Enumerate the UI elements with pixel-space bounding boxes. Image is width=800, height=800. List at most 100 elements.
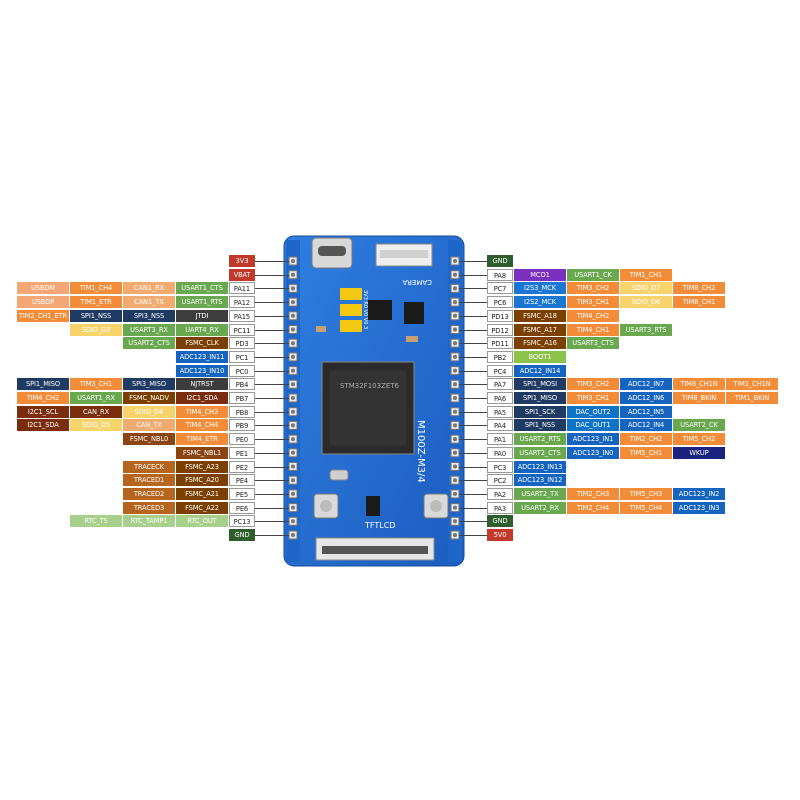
function-label: TIM3_CH2	[567, 378, 619, 391]
pin-connector-line	[255, 343, 289, 345]
pin-label-right: PD12	[487, 323, 513, 336]
function-label: ADC123_IN1	[567, 433, 619, 446]
function-label: SPI1_NSS	[514, 419, 566, 432]
pin-connector-line	[255, 439, 289, 441]
function-label: TIM5_CH2	[673, 433, 725, 446]
function-label: USBDM	[17, 282, 69, 295]
chip-label: STM32F103ZET6	[340, 382, 400, 390]
function-label: TIM3_CH1	[567, 392, 619, 404]
function-label: ADC123_IN0	[567, 446, 619, 459]
pin-label-right: PC7	[487, 282, 513, 295]
function-label: FSMC_A23	[176, 460, 228, 473]
silk-camera: CAMERA	[402, 278, 432, 286]
function-label: ADC123_IN13	[514, 460, 566, 473]
pin-connector-line	[255, 425, 289, 427]
function-label: USART3_RTS	[620, 323, 672, 336]
function-label: MCO1	[514, 268, 566, 281]
function-label: TIM1_CH1	[620, 268, 672, 281]
pin-connector-line	[459, 261, 487, 262]
pin-label-right: PC6	[487, 296, 513, 309]
function-label: TIM1_CH1N	[726, 378, 778, 391]
function-label: CAN1_TX	[123, 296, 175, 309]
function-label: TIM5_CH3	[620, 487, 672, 500]
pin-connector-line	[255, 288, 289, 290]
function-label: CAN_TX	[123, 419, 175, 432]
function-label: TIM5_CH1	[620, 446, 672, 459]
function-label: I2C1_SDA	[176, 392, 228, 404]
pin-label-right: PC4	[487, 364, 513, 377]
function-label: TIM4_CH1	[567, 323, 619, 336]
function-label: TIM3_CH1	[567, 296, 619, 309]
function-label: TIM8_CH2	[673, 282, 725, 295]
function-label: FSMC_NADV	[123, 392, 175, 404]
pin-label-right: GND	[487, 255, 513, 267]
pin-connector-line	[459, 480, 487, 482]
function-label: JTDI	[176, 309, 228, 322]
function-label: TIM4_CH3	[176, 405, 228, 418]
pin-label-right: PC2	[487, 474, 513, 487]
pin-label-right: PA5	[487, 405, 513, 418]
function-label: TIM2_CH3	[567, 487, 619, 500]
function-label: SPI1_MISO	[514, 392, 566, 404]
pin-label-left: PE1	[229, 446, 255, 459]
function-label: ADC12_IN4	[620, 419, 672, 432]
crystal	[329, 469, 349, 481]
pin-connector-line	[459, 493, 487, 495]
function-label: I2S3_MCK	[514, 282, 566, 295]
silk-tft: TFTLCD	[364, 521, 395, 530]
function-label: USART3_CTS	[567, 337, 619, 350]
function-label: TIM1_CH4	[70, 282, 122, 295]
pin-connector-line	[459, 384, 487, 386]
function-label: FSMC_A22	[176, 501, 228, 514]
function-label: BOOT1	[514, 350, 566, 363]
pin-label-right: 5V0	[487, 529, 513, 541]
function-label: ADC123_IN2	[673, 487, 725, 500]
function-label: TIM5_CH4	[620, 501, 672, 514]
function-label: TIM1_ETR	[70, 296, 122, 309]
pin-connector-line	[459, 466, 487, 468]
pin-label-right: PA1	[487, 433, 513, 446]
pin-label-left: PB8	[229, 405, 255, 418]
function-label: USBDP	[17, 296, 69, 309]
pin-label-left: PD3	[229, 337, 255, 350]
pin-connector-line	[459, 439, 487, 441]
function-label: TRACECK	[123, 460, 175, 473]
pin-label-left: PB7	[229, 392, 255, 404]
pin-connector-line	[459, 535, 487, 536]
function-label: USART2_RTS	[514, 433, 566, 446]
pin-label-right: PD13	[487, 309, 513, 322]
function-label: FSMC_NBL0	[123, 433, 175, 446]
pin-connector-line	[255, 356, 289, 358]
pin-label-left: 3V3	[229, 255, 255, 267]
function-label: FSMC_A21	[176, 487, 228, 500]
function-label: TIM4_ETR	[176, 433, 228, 446]
pin-label-left: PA15	[229, 309, 255, 322]
pin-label-left: PE6	[229, 501, 255, 514]
function-label: DAC_OUT1	[567, 419, 619, 432]
function-label: ADC123_IN3	[673, 501, 725, 514]
user-button	[366, 496, 380, 516]
function-label: RTC_OUT	[176, 515, 228, 528]
pin-connector-line	[255, 466, 289, 468]
function-label: FSMC_NBL1	[176, 446, 228, 459]
pin-label-right: PA4	[487, 419, 513, 432]
flash-ic	[404, 302, 424, 324]
function-label: NJTRST	[176, 378, 228, 391]
pin-connector-line	[255, 507, 289, 509]
function-label: TRACED2	[123, 487, 175, 500]
function-label: FSMC_CLK	[176, 337, 228, 350]
function-label: SDIO_D7	[620, 282, 672, 295]
pin-connector-line	[255, 493, 289, 495]
pin-connector-line	[459, 425, 487, 427]
pin-label-right: GND	[487, 515, 513, 528]
function-label: SPI3_MISO	[123, 378, 175, 391]
function-label: SPI1_MISO	[17, 378, 69, 391]
function-label: FSMC_A16	[514, 337, 566, 350]
pin-connector-line	[255, 411, 289, 413]
function-label: SPI1_SCK	[514, 405, 566, 418]
function-label: USART1_RTS	[176, 296, 228, 309]
function-label: TIM2_CH2	[620, 433, 672, 446]
function-label: FSMC_A17	[514, 323, 566, 336]
function-label: TIM3_CH1	[70, 378, 122, 391]
